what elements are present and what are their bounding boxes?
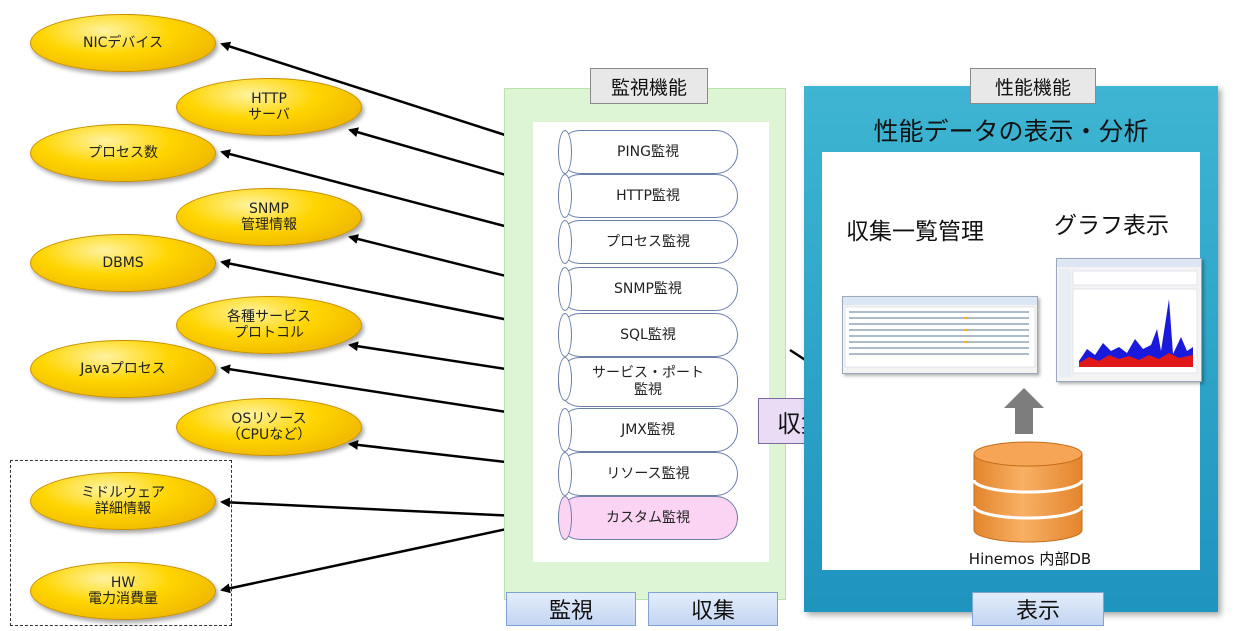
display-button: 表示: [972, 592, 1104, 626]
performance-panel-title: 性能機能: [970, 68, 1096, 104]
monitor-item-snmp: SNMP監視: [557, 266, 738, 311]
graph-display-label: グラフ表示: [1054, 213, 1169, 239]
target-java-process: Javaプロセス: [30, 340, 216, 398]
collection-list-thumbnail: [842, 296, 1038, 374]
monitor-panel-title: 監視機能: [590, 68, 708, 104]
target-http-server: HTTP サーバ: [176, 78, 362, 136]
target-service-protocol: 各種サービス プロトコル: [176, 296, 362, 354]
target-middleware-detail: ミドルウェア 詳細情報: [30, 472, 216, 530]
arrow-custom-to-hw-power: [220, 516, 559, 594]
arrow-ping-to-nic: [220, 41, 559, 154]
graph-red-area: [1079, 353, 1193, 367]
arrow-service-port-to-java: [220, 364, 559, 422]
graph-thumbnail: [1056, 258, 1202, 382]
target-dbms: DBMS: [30, 234, 216, 292]
target-os-resource: OSリソース （CPUなど）: [176, 398, 362, 456]
arrow-process-to-process-count: [220, 149, 559, 242]
monitor-item-resource: リソース監視: [557, 451, 738, 496]
collection-list-label: 収集一覧管理: [846, 219, 984, 245]
custom-targets-group-box: [10, 460, 232, 626]
monitor-item-jmx: JMX監視: [557, 407, 738, 452]
target-process-count: プロセス数: [30, 124, 216, 182]
performance-heading: 性能データの表示・分析: [873, 117, 1149, 146]
monitor-item-http: HTTP監視: [557, 173, 738, 218]
target-hw-power: HW 電力消費量: [30, 562, 216, 620]
graph-blue-area: [1079, 299, 1193, 367]
database-icon: [972, 441, 1084, 543]
arrow-custom-to-middleware: [220, 497, 559, 520]
monitor-item-sql: SQL監視: [557, 312, 738, 357]
arrow-sql-to-dbms: [220, 258, 559, 332]
monitor-item-ping: PING監視: [557, 129, 738, 174]
monitor-item-process: プロセス監視: [557, 219, 738, 264]
collect-button: 収集: [648, 592, 778, 626]
monitor-item-service-port: サービス・ポート 監視: [557, 356, 738, 407]
monitor-button: 監視: [506, 592, 636, 626]
up-arrow-icon: [1004, 388, 1044, 434]
target-nic-device: NICデバイス: [30, 14, 216, 72]
database-label: Hinemos 内部DB: [968, 550, 1092, 568]
target-snmp-info: SNMP 管理情報: [176, 188, 362, 246]
monitor-item-custom: カスタム監視: [557, 495, 738, 540]
